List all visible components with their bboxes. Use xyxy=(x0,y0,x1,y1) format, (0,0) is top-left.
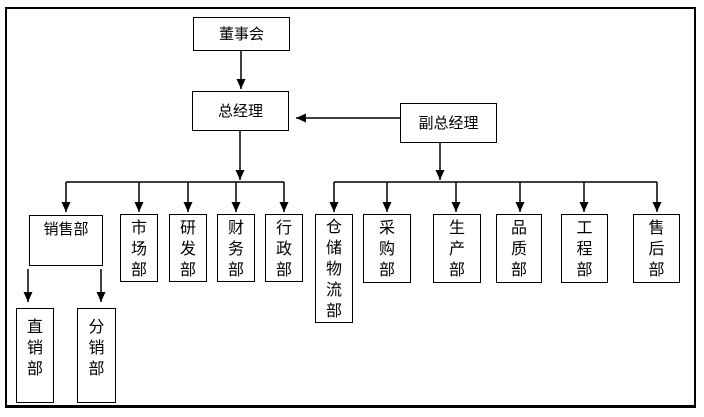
node-warehouse-logistics-dept: 仓储物流部 xyxy=(315,214,353,323)
node-sales-dept: 销售部 xyxy=(29,215,103,266)
node-deputy-general-manager: 副总经理 xyxy=(400,103,497,143)
node-label: 生产部 xyxy=(449,218,466,279)
node-label: 分销部 xyxy=(88,317,105,378)
chart-outer-border xyxy=(5,7,696,408)
node-label: 采购部 xyxy=(379,218,396,279)
node-distribution-dept: 分销部 xyxy=(77,308,116,403)
node-aftersales-dept: 售后部 xyxy=(633,214,680,283)
node-label: 总经理 xyxy=(217,102,263,120)
node-label: 品质部 xyxy=(511,218,528,279)
node-general-manager: 总经理 xyxy=(192,91,289,131)
node-direct-sales-dept: 直销部 xyxy=(16,308,54,403)
node-rnd-dept: 研发部 xyxy=(169,214,207,282)
node-quality-dept: 品质部 xyxy=(496,214,542,283)
node-finance-dept: 财务部 xyxy=(217,214,255,282)
node-label: 销售部 xyxy=(43,220,89,238)
node-label: 行政部 xyxy=(276,217,293,279)
node-board-of-directors: 董事会 xyxy=(193,17,290,51)
node-label: 仓储物流部 xyxy=(326,217,343,320)
node-label: 工程部 xyxy=(576,218,593,279)
node-label: 售后部 xyxy=(648,218,665,279)
node-production-dept: 生产部 xyxy=(433,214,481,283)
node-admin-dept: 行政部 xyxy=(265,214,303,282)
node-label: 副总经理 xyxy=(418,114,479,132)
node-marketing-dept: 市场部 xyxy=(120,214,158,282)
node-purchasing-dept: 采购部 xyxy=(363,214,411,283)
node-label: 董事会 xyxy=(218,25,264,43)
node-label: 研发部 xyxy=(180,217,197,279)
node-label: 财务部 xyxy=(228,217,245,279)
node-label: 市场部 xyxy=(131,217,148,279)
node-engineering-dept: 工程部 xyxy=(561,214,608,283)
node-label: 直销部 xyxy=(27,317,44,378)
